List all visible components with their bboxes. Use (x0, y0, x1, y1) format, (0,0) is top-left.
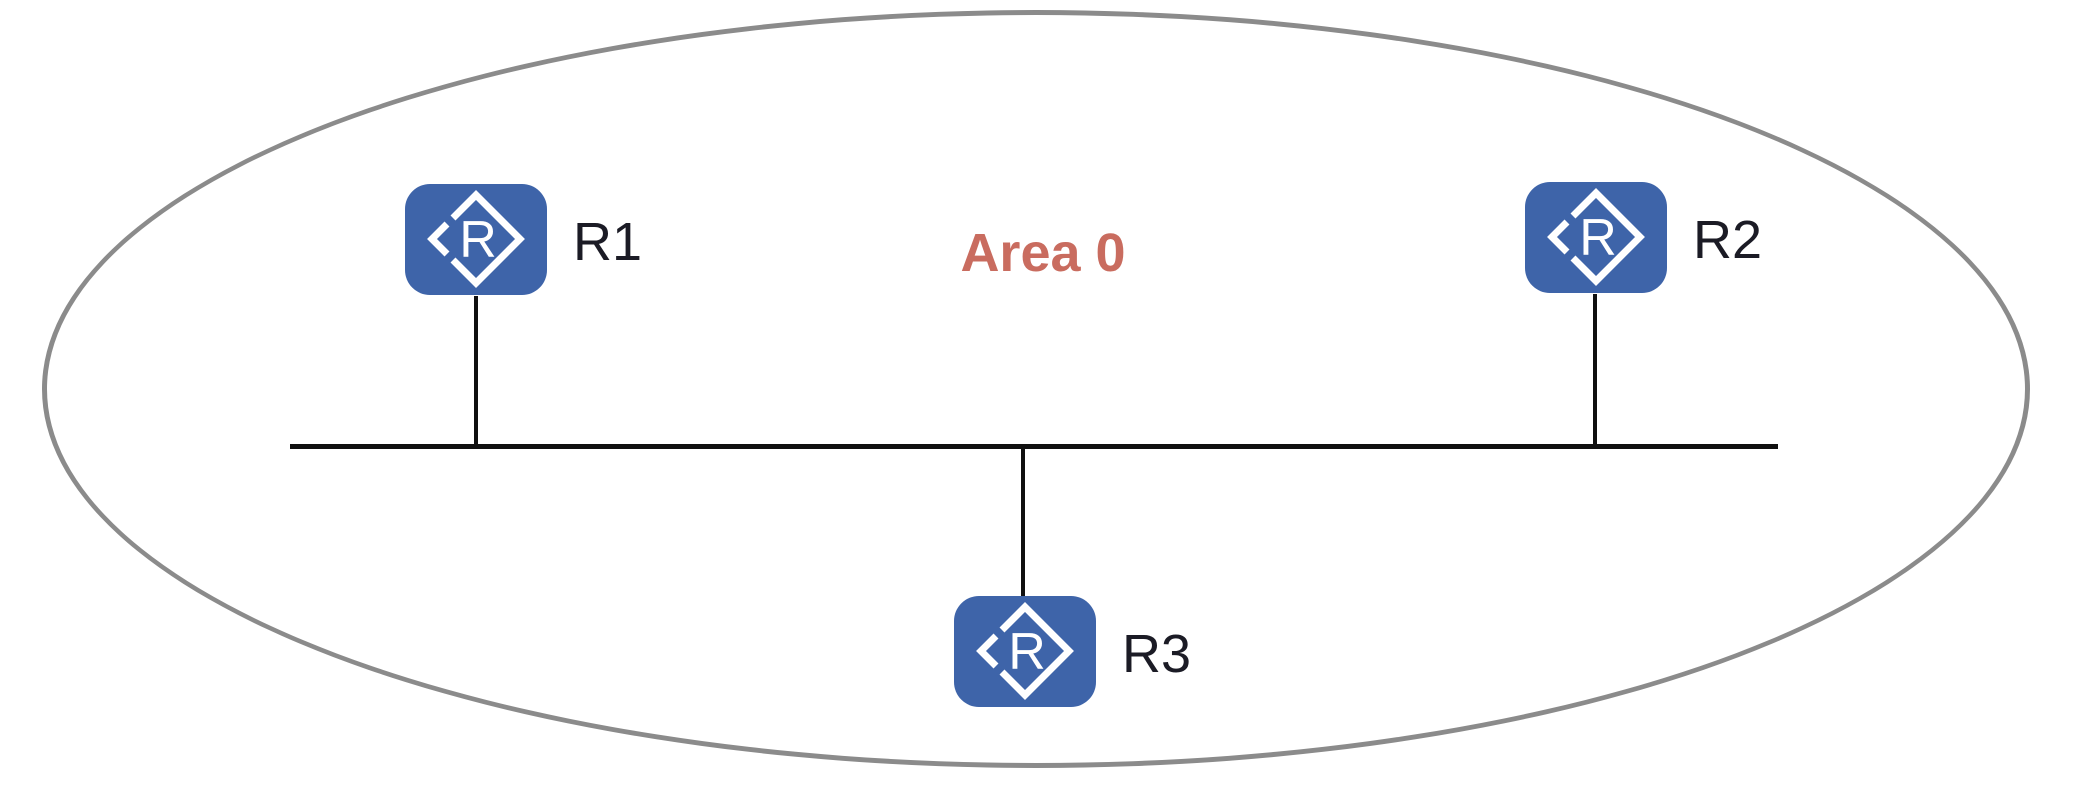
router-glyph: R (459, 211, 497, 269)
router-node-r3: R R3 (952, 594, 1191, 709)
link-r1-to-bus (474, 296, 478, 446)
router-icon: R (405, 184, 547, 295)
router-icon: R (954, 596, 1096, 707)
area0-label: Area 0 (960, 223, 1126, 283)
router-glyph: R (1579, 209, 1617, 267)
router-label-r3: R3 (1122, 623, 1192, 684)
area0-boundary-ellipse (42, 10, 2030, 768)
router-icon: R (1525, 182, 1667, 293)
router-node-r2: R R2 (1523, 180, 1762, 295)
link-r2-to-bus (1593, 294, 1597, 446)
bus-segment-line (290, 444, 1778, 449)
router-label-r2: R2 (1693, 209, 1763, 270)
link-r3-to-bus (1021, 447, 1025, 597)
router-glyph: R (1008, 623, 1046, 681)
router-node-r1: R R1 (403, 182, 642, 297)
router-label-r1: R1 (573, 211, 643, 272)
